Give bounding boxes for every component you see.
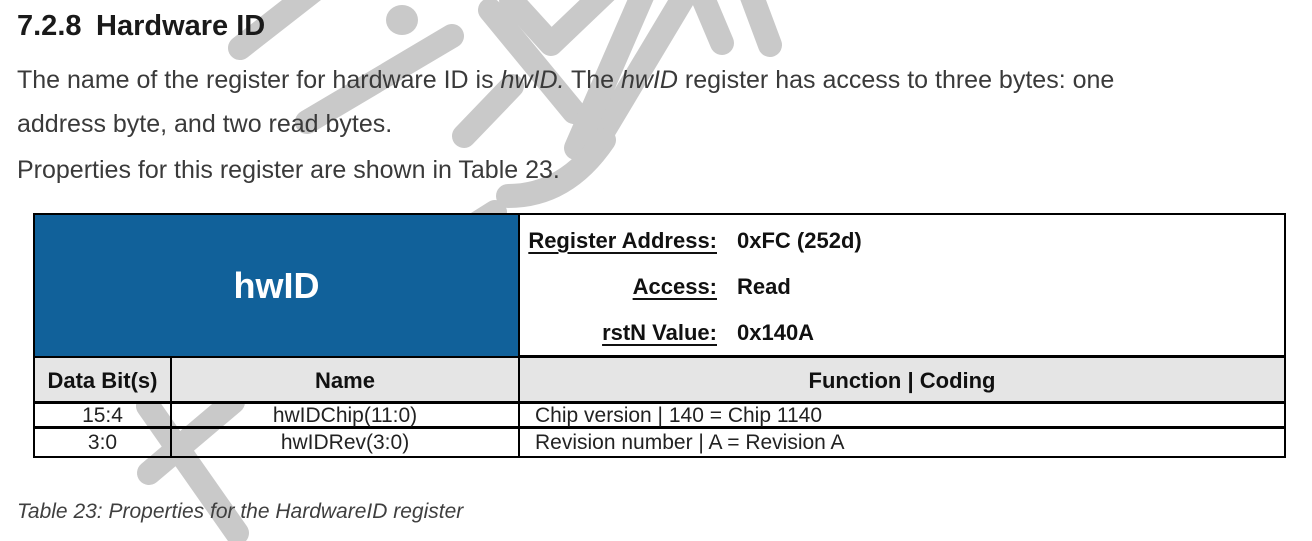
property-value: 0x140A (737, 320, 815, 345)
table-row: 3:0 hwIDRev(3:0) Revision number | A = R… (35, 429, 1284, 456)
property-value: 0xFC (252d) (737, 228, 862, 253)
body-text-segment: address byte, and two read bytes. (17, 110, 393, 138)
bits-cell: 15:4 (35, 404, 172, 428)
register-properties-cell: Register Address: 0xFC (252d) Access: Re… (520, 215, 1284, 356)
name-cell: hwIDChip(11:0) (172, 404, 520, 428)
register-name: hwID (233, 264, 320, 306)
body-text-segment: hwID. (500, 66, 565, 94)
property-line: Register Address: 0xFC (252d) (520, 218, 1284, 264)
register-table: hwID Register Address: 0xFC (252d) Acces… (33, 213, 1286, 458)
body-paragraph-2: Properties for this register are shown i… (17, 156, 560, 184)
body-paragraph-1: The name of the register for hardware ID… (17, 58, 1267, 146)
table-header-row: Data Bit(s) Name Function | Coding (35, 358, 1284, 404)
body-text-segment: The name of the register for hardware ID… (17, 66, 501, 94)
table-row: 15:4 hwIDChip(11:0) Chip version | 140 =… (35, 404, 1284, 429)
body-text-segment: hwID (620, 66, 678, 94)
column-header-name: Name (172, 358, 520, 401)
section-title: Hardware ID (96, 10, 266, 42)
register-name-cell: hwID (35, 215, 520, 356)
section-number: 7.2.8 (17, 10, 82, 42)
table-caption: Table 23: Properties for the HardwareID … (17, 500, 464, 523)
property-label: Register Address: (528, 228, 717, 253)
property-label: Access: (632, 274, 717, 299)
bits-cell: 3:0 (35, 429, 172, 456)
body-text-segment: register has access to three bytes: one (677, 66, 1115, 94)
property-line: Access: Read (520, 264, 1284, 310)
name-cell: hwIDRev(3:0) (172, 429, 520, 456)
register-title-row: hwID Register Address: 0xFC (252d) Acces… (35, 215, 1284, 358)
column-header-function-coding: Function | Coding (808, 367, 996, 393)
column-header-data-bits: Data Bit(s) (35, 358, 172, 401)
function-cell: Revision number | A = Revision A (535, 430, 845, 454)
property-line: rstN Value: 0x140A (520, 310, 1284, 356)
property-value: Read (737, 274, 791, 299)
function-cell: Chip version | 140 = Chip 1140 (535, 404, 822, 427)
property-label: rstN Value: (602, 320, 717, 345)
body-text-segment: The (564, 66, 621, 94)
